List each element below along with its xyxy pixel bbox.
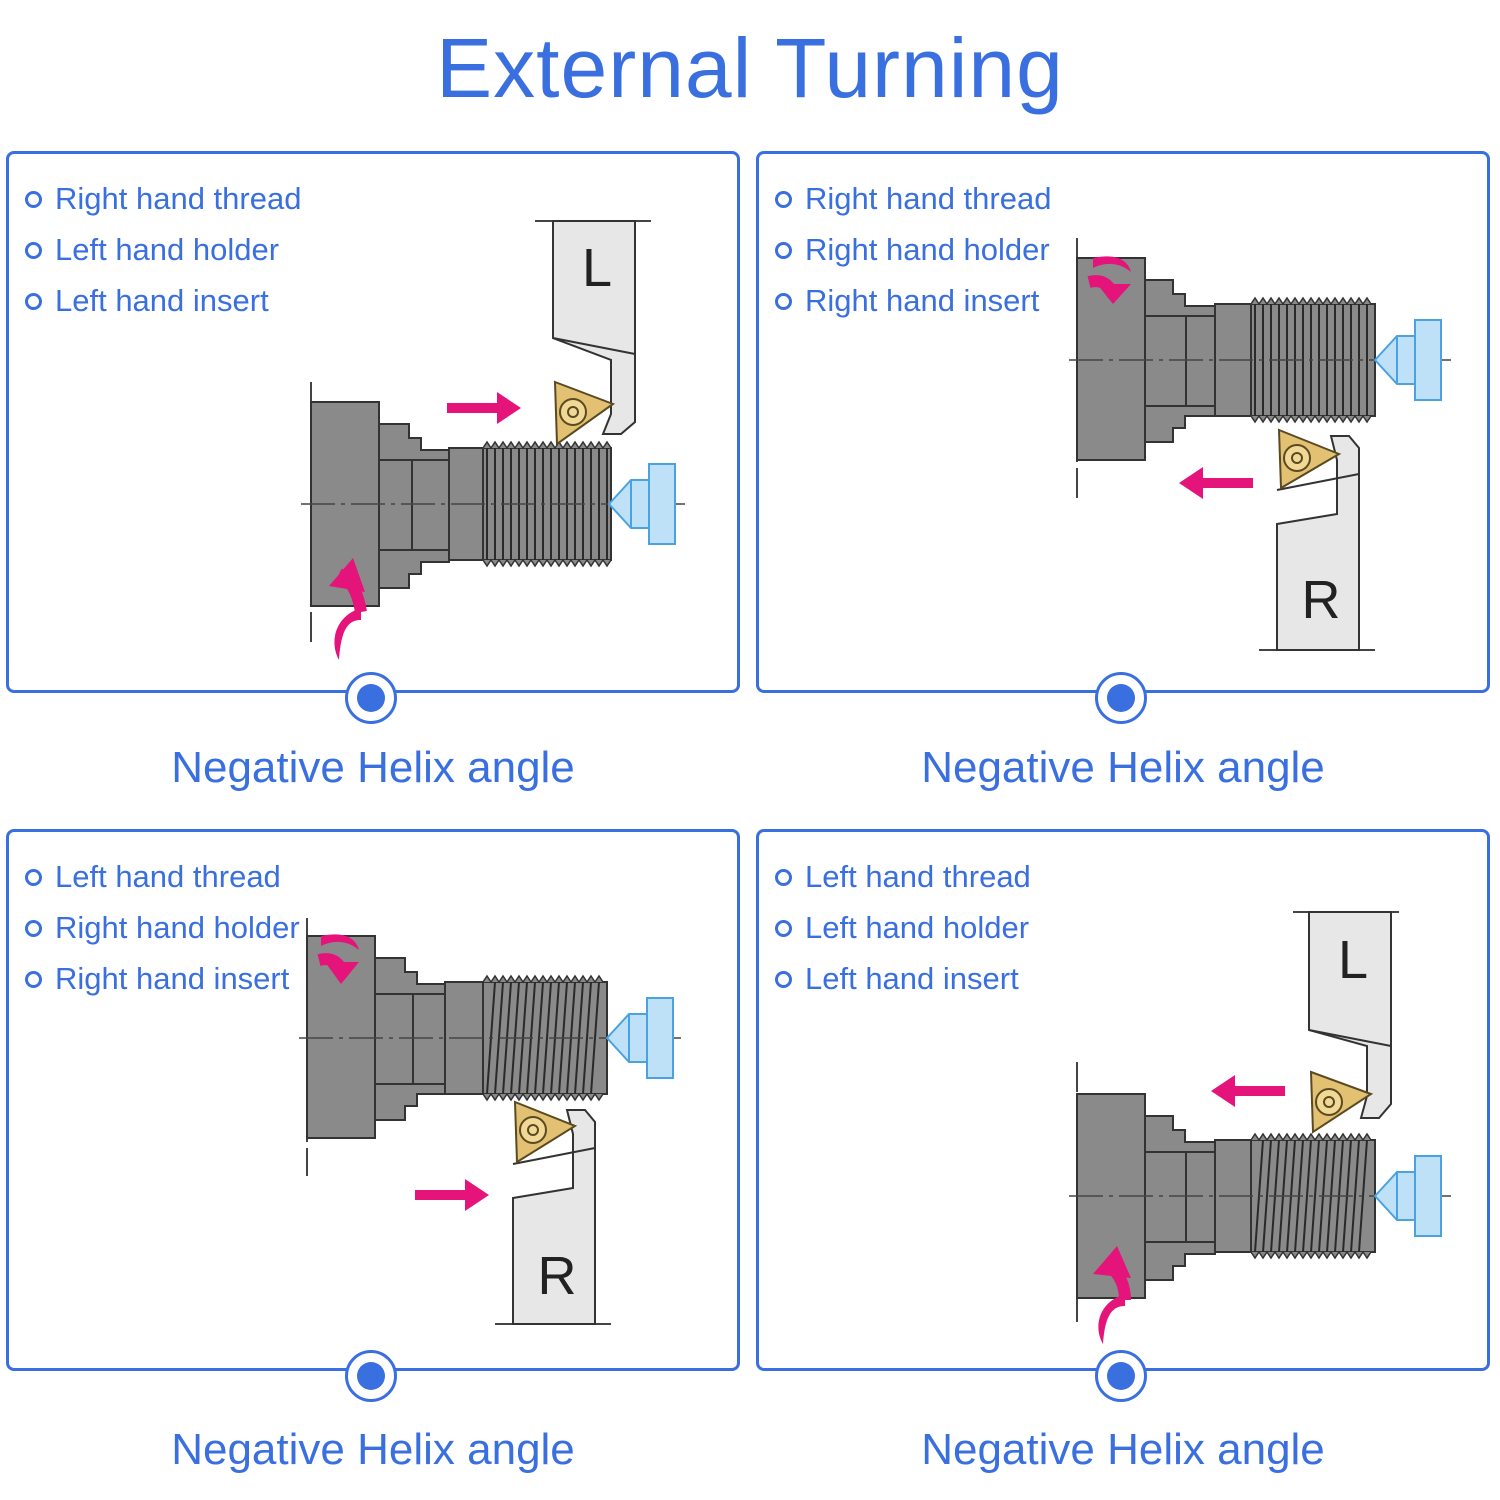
tool-holder: L [535, 220, 651, 435]
rotation-arrow [329, 558, 367, 660]
indicator-dot [1107, 684, 1135, 712]
panel-left-thread-left-holder: Left hand thread Left hand holder Left h… [756, 829, 1490, 1402]
turning-diagram: R [1069, 238, 1451, 651]
threading-insert [1309, 1070, 1374, 1134]
workpiece [299, 918, 681, 1176]
panel-indicator [345, 1350, 397, 1402]
bullet-icon [25, 920, 42, 937]
spec-item: Left hand holder [23, 229, 301, 280]
threading-insert [1277, 428, 1342, 490]
rotation-arrow [1093, 1246, 1131, 1344]
bullet-icon [775, 293, 792, 310]
spec-item: Right hand thread [773, 178, 1051, 229]
panel-caption: Negative Helix angle [921, 1425, 1325, 1474]
tool-holder: R [1259, 435, 1375, 651]
bullet-icon [775, 191, 792, 208]
feed-arrow [1179, 467, 1253, 499]
panel-caption: Negative Helix angle [171, 743, 575, 792]
panel-indicator [1095, 672, 1147, 724]
spec-item: Right hand holder [23, 907, 300, 958]
tailstock-center [1373, 319, 1442, 401]
threading-insert [553, 380, 616, 446]
panel-caption: Negative Helix angle [921, 743, 1325, 792]
tailstock-center [1373, 1155, 1442, 1237]
tailstock-center [605, 997, 674, 1079]
bullet-icon [25, 191, 42, 208]
bullet-icon [775, 242, 792, 259]
bullet-icon [25, 293, 42, 310]
spec-item: Left hand insert [23, 280, 301, 331]
indicator-dot [1107, 1362, 1135, 1390]
panel-caption: Negative Helix angle [171, 1425, 575, 1474]
feed-arrow [415, 1179, 489, 1211]
feed-arrow [1211, 1075, 1285, 1107]
holder-letter: R [538, 1246, 577, 1306]
spec-list: Left hand thread Left hand holder Left h… [773, 856, 1031, 1009]
spec-item: Right hand holder [773, 229, 1051, 280]
bullet-icon [25, 971, 42, 988]
indicator-dot [357, 1362, 385, 1390]
turning-diagram: L [1069, 911, 1451, 1344]
spec-item: Right hand thread [23, 178, 301, 229]
spec-list: Right hand thread Right hand holder Righ… [773, 178, 1051, 331]
page-title: External Turning [436, 21, 1064, 115]
turning-diagram: R [299, 918, 681, 1325]
spec-item: Left hand insert [773, 958, 1031, 1009]
spec-item: Left hand thread [773, 856, 1031, 907]
spec-list: Right hand thread Left hand holder Left … [23, 178, 301, 331]
spec-list: Left hand thread Right hand holder Right… [23, 856, 300, 1009]
tool-holder: L [1293, 911, 1399, 1119]
rotation-arrow [317, 934, 359, 984]
workpiece [1069, 238, 1451, 498]
spec-item: Right hand insert [773, 280, 1051, 331]
panel-left-thread-right-holder: Left hand thread Right hand holder Right… [6, 829, 740, 1402]
rotation-arrow [1087, 256, 1131, 304]
spec-item: Left hand thread [23, 856, 300, 907]
panel-indicator [1095, 1350, 1147, 1402]
bullet-icon [25, 242, 42, 259]
panel-right-thread-right-holder: Right hand thread Right hand holder Righ… [756, 151, 1490, 724]
bullet-icon [775, 920, 792, 937]
holder-letter: L [1338, 930, 1368, 990]
spec-item: Left hand holder [773, 907, 1031, 958]
bullet-icon [25, 869, 42, 886]
indicator-dot [357, 684, 385, 712]
panel-right-thread-left-holder: Right hand thread Left hand holder Left … [6, 151, 740, 724]
feed-arrow [447, 392, 521, 424]
panel-indicator [345, 672, 397, 724]
tailstock-center [607, 463, 676, 545]
bullet-icon [775, 971, 792, 988]
tool-holder: R [495, 1109, 611, 1325]
bullet-icon [775, 869, 792, 886]
holder-letter: R [1302, 570, 1341, 630]
spec-item: Right hand insert [23, 958, 300, 1009]
turning-diagram: L [301, 220, 685, 660]
threading-insert [513, 1100, 578, 1164]
holder-letter: L [582, 238, 612, 298]
